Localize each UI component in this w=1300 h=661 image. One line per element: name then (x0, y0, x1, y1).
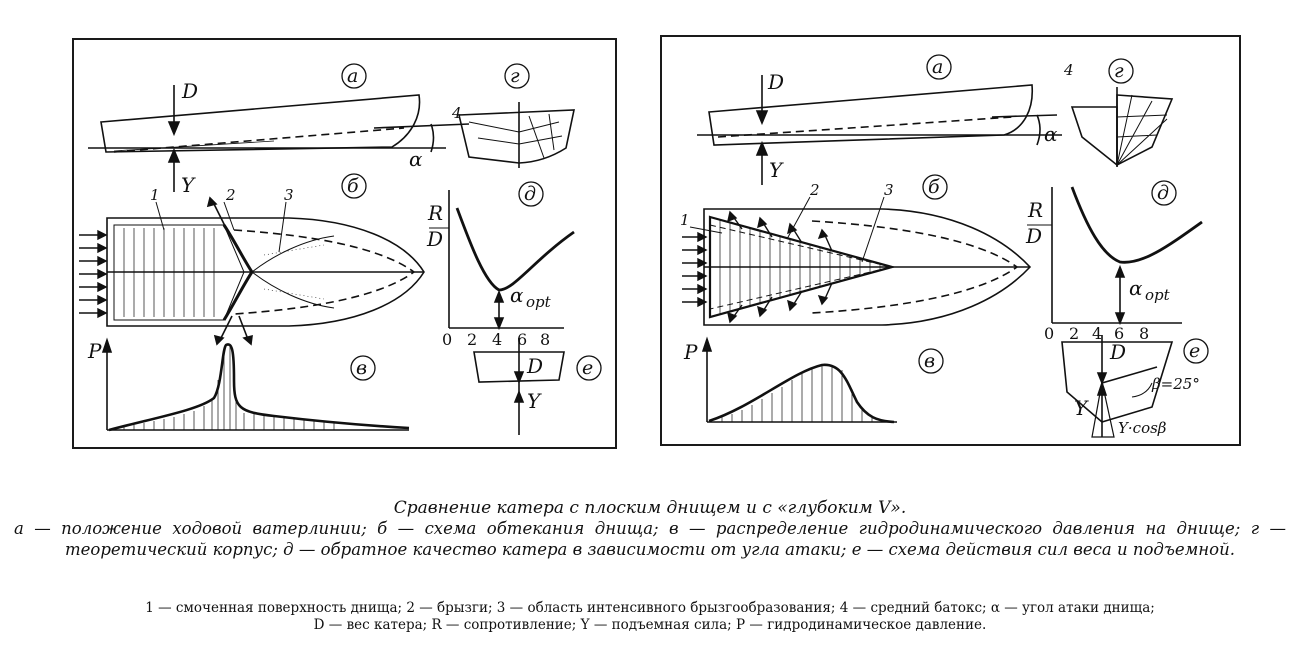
axis-ticks: 0 2 4 6 8 (1044, 324, 1149, 343)
label-g: г (510, 65, 520, 87)
label-3: 3 (284, 186, 294, 204)
label-lift-Y: Y (769, 158, 784, 182)
hull-profile (100, 94, 421, 153)
label-1: 1 (150, 186, 160, 204)
label-g: г (1114, 60, 1124, 82)
label-opt-subscript: opt (526, 293, 552, 311)
flat-bottom-drawing: а г б д в е D Y 4 α 1 2 3 P R D α opt 0 … (79, 63, 602, 435)
label-e: е (582, 357, 593, 379)
mean-buttock-line (717, 116, 1013, 138)
svg-text:6: 6 (1114, 324, 1124, 343)
label-D-denominator: D (426, 227, 443, 251)
svg-text:2: 2 (467, 330, 477, 349)
label-e-D: D (526, 354, 543, 378)
wetted-surface (113, 224, 245, 321)
label-R: R (1027, 198, 1043, 222)
label-weight-D: D (767, 70, 784, 94)
label-4: 4 (1063, 61, 1074, 79)
label-e-Y: Y (1074, 396, 1089, 420)
label-v: в (356, 357, 367, 379)
label-b: б (347, 175, 359, 197)
label-e-D: D (1109, 340, 1126, 364)
label-4: 4 (451, 104, 462, 122)
label-alpha-opt: α (510, 283, 524, 307)
label-y-cos-beta: Y·cosβ (1118, 419, 1167, 437)
svg-text:2: 2 (1069, 324, 1079, 343)
diagram-panel-flat-bottom: а г б д в е D Y 4 α 1 2 3 P R D α opt 0 … (72, 38, 617, 449)
label-a: а (347, 65, 358, 87)
body-plan (1070, 106, 1118, 167)
label-opt-subscript: opt (1145, 286, 1171, 304)
label-beta: β=25° (1151, 375, 1200, 393)
label-P: P (87, 339, 102, 363)
force-section (473, 351, 565, 383)
notes-line-1: 1 — смоченная поверхность днища; 2 — бры… (145, 600, 1155, 616)
label-e: е (1189, 340, 1200, 362)
label-lift-Y: Y (181, 173, 196, 197)
figure-notes: 1 — смоченная поверхность днища; 2 — бры… (0, 600, 1300, 634)
label-P: P (683, 340, 698, 364)
label-2: 2 (225, 186, 236, 204)
label-b: б (928, 176, 940, 198)
svg-text:6: 6 (517, 330, 527, 349)
label-3: 3 (884, 181, 894, 199)
label-weight-D: D (181, 79, 198, 103)
svg-text:8: 8 (540, 330, 550, 349)
label-2: 2 (809, 181, 820, 199)
figure-title: Сравнение катера с плоским днищем и с «г… (393, 498, 907, 518)
mean-buttock-line (113, 127, 405, 153)
force-section (1061, 341, 1174, 423)
svg-text:4: 4 (1092, 324, 1102, 343)
label-R: R (427, 201, 443, 225)
label-v: в (924, 350, 935, 372)
label-alpha: α (1044, 122, 1058, 146)
pressure-curve (708, 363, 895, 424)
label-e-Y: Y (527, 389, 542, 413)
hull-profile (708, 84, 1034, 146)
svg-text:0: 0 (442, 330, 452, 349)
resistance-curve (455, 207, 575, 292)
label-d: д (524, 183, 536, 205)
svg-text:0: 0 (1044, 324, 1054, 343)
label-D-denominator: D (1025, 224, 1042, 248)
svg-text:8: 8 (1139, 324, 1149, 343)
label-1: 1 (680, 211, 690, 229)
resistance-curve (1070, 186, 1203, 264)
deep-v-drawing: а г б д в е D Y 4 α 1 2 3 P R D α opt 0 … (680, 54, 1209, 438)
diagram-panel-deep-v: а г б д в е D Y 4 α 1 2 3 P R D α opt 0 … (660, 35, 1241, 446)
svg-text:4: 4 (492, 330, 502, 349)
label-a: а (932, 56, 943, 78)
figure-legend: а — положение ходовой ватерлинии; б — сх… (14, 519, 1286, 559)
label-d: д (1157, 182, 1169, 204)
axis-ticks: 0 2 4 6 8 (442, 330, 550, 349)
label-alpha-opt: α (1129, 276, 1143, 300)
pressure-curve (108, 343, 410, 432)
notes-line-2: D — вес катера; R — сопротивление; Y — п… (313, 617, 987, 633)
label-alpha: α (409, 147, 423, 171)
